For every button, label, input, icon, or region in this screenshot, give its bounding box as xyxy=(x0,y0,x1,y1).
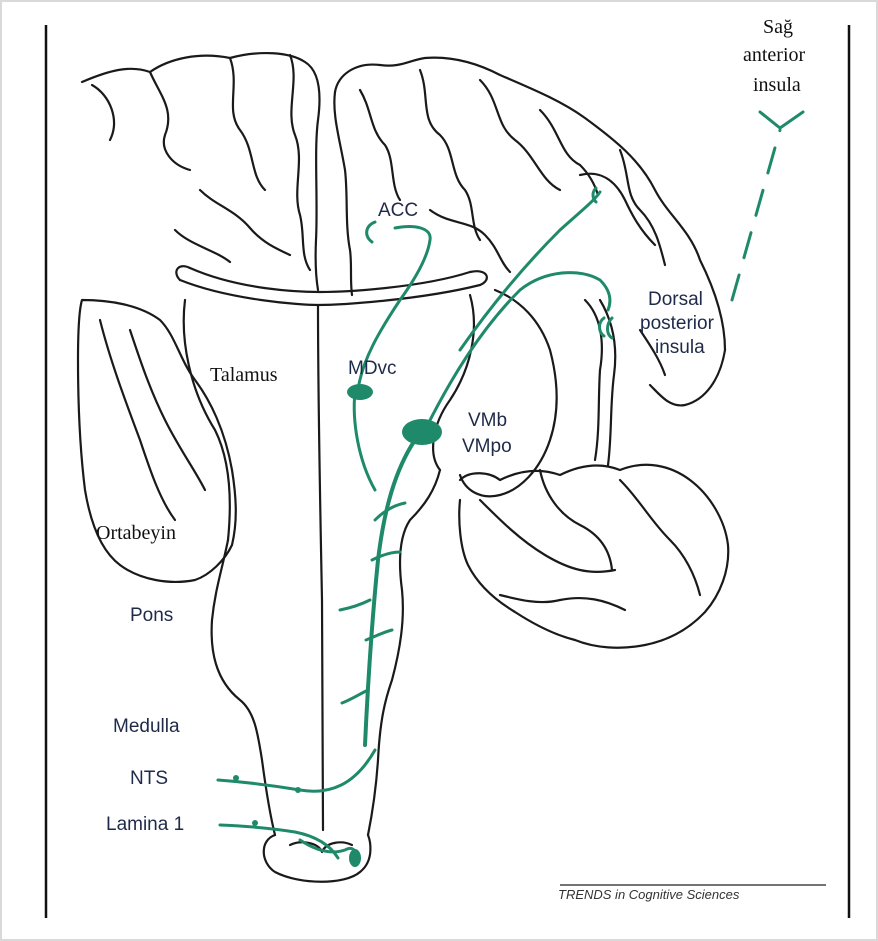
anterior-insula-label: insula xyxy=(753,74,801,97)
nts-dot xyxy=(233,775,239,781)
acc-label: ACC xyxy=(378,200,418,222)
pons-label: Pons xyxy=(130,605,173,627)
nts-label: NTS xyxy=(130,768,168,790)
vmb-nucleus xyxy=(402,419,442,445)
midbrain-label: Ortabeyin xyxy=(96,522,176,545)
posterior-label: posterior xyxy=(640,313,714,335)
pathways xyxy=(218,112,803,860)
sag-label: Sağ xyxy=(763,16,793,39)
thalamus-label: Talamus xyxy=(210,364,277,387)
spinal-nucleus xyxy=(349,849,361,867)
lamina-label: Lamina 1 xyxy=(106,814,184,836)
medulla-label: Medulla xyxy=(113,716,180,738)
insula-label: insula xyxy=(655,337,705,359)
vmb-label: VMb xyxy=(468,410,507,432)
anterior-label: anterior xyxy=(743,44,805,67)
nts-junction-dot xyxy=(295,787,301,793)
brain-outline xyxy=(78,53,728,882)
mdvc-nucleus xyxy=(347,384,373,400)
vmpo-label: VMpo xyxy=(462,436,512,458)
dorsal-label: Dorsal xyxy=(648,289,703,311)
credit-text: TRENDS in Cognitive Sciences xyxy=(558,887,739,902)
mdvc-label: MDvc xyxy=(348,358,397,380)
lamina-dot xyxy=(252,820,258,826)
